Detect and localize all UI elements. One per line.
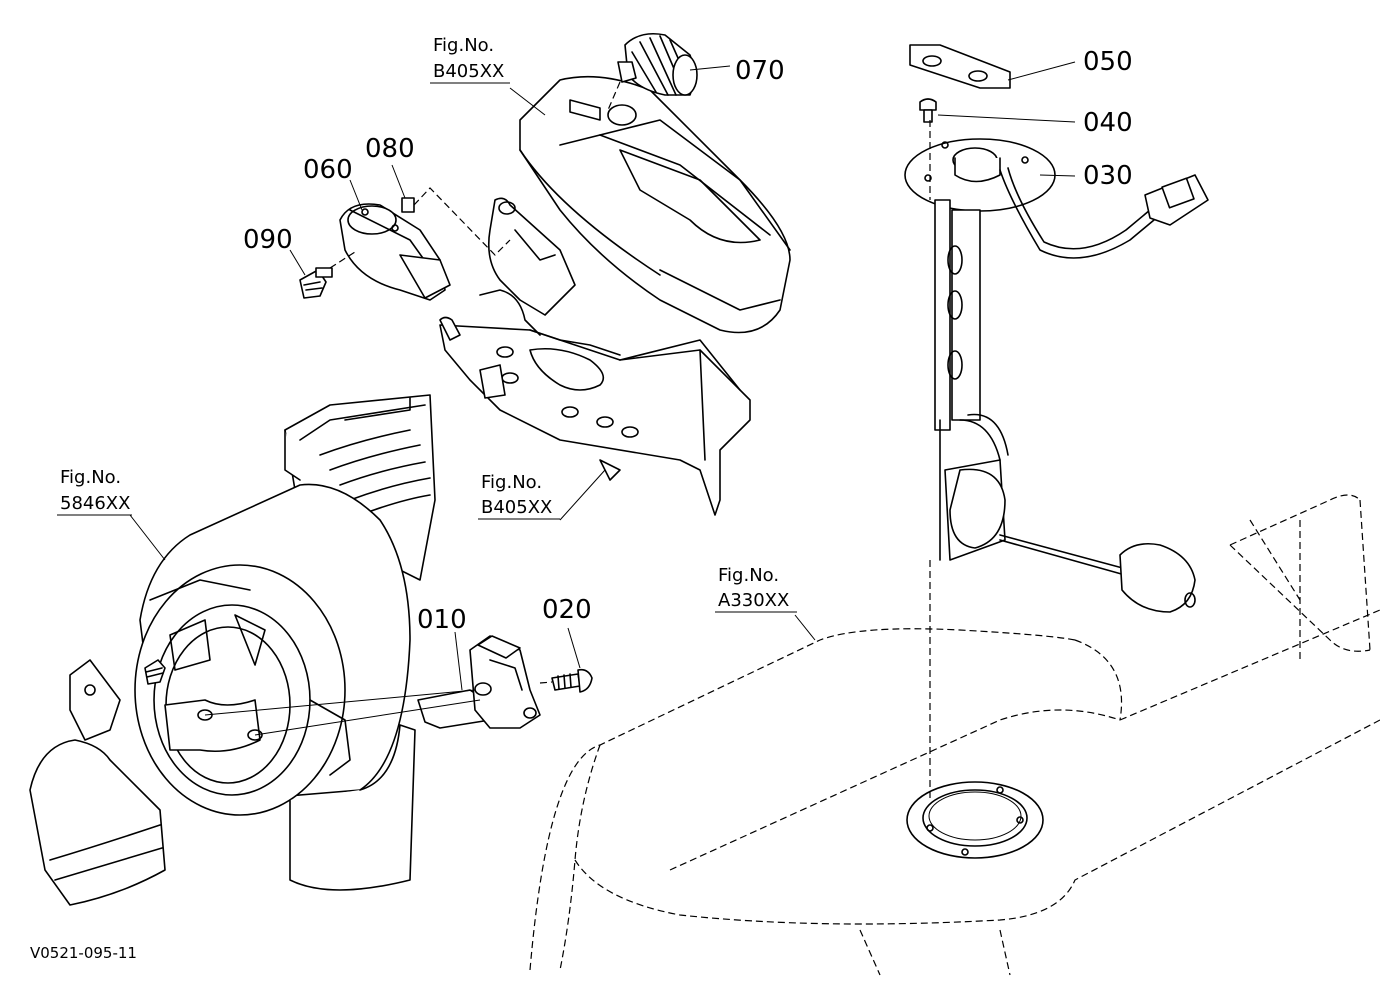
figref-b405-top: Fig.No. B405XX	[430, 35, 510, 84]
part-label-060: 060	[303, 155, 353, 185]
knob-drawing	[607, 32, 698, 111]
part-label-070: 070	[735, 56, 785, 86]
drawing-code: V0521-095-11	[30, 944, 137, 962]
svg-text:A330XX: A330XX	[718, 590, 789, 611]
bracket-drawing	[439, 197, 751, 516]
part-number-labels: 070 050 040 030 080 060 090 010 020	[243, 47, 1133, 635]
part-label-080: 080	[365, 134, 415, 164]
svg-text:B405XX: B405XX	[481, 497, 552, 518]
figure-reference-labels: Fig.No. B405XX Fig.No. B405XX Fig.No. 58…	[57, 35, 797, 613]
part-label-050: 050	[1083, 47, 1133, 77]
figref-b405-bottom: Fig.No. B405XX	[478, 472, 560, 520]
fuel-tank-drawing	[529, 494, 1380, 976]
svg-text:5846XX: 5846XX	[60, 493, 130, 514]
part-label-040: 040	[1083, 108, 1133, 138]
sensor-010-drawing	[204, 635, 593, 736]
sensor-060-drawing	[299, 187, 511, 301]
part-label-010: 010	[417, 605, 467, 635]
svg-text:Fig.No.: Fig.No.	[60, 467, 121, 488]
part-label-090: 090	[243, 225, 293, 255]
leader-lines	[129, 61, 1076, 691]
figref-a330: Fig.No. A330XX	[715, 565, 797, 613]
svg-text:Fig.No.: Fig.No.	[718, 565, 779, 586]
fuel-sender-unit-drawing	[904, 44, 1209, 800]
part-label-020: 020	[542, 595, 592, 625]
svg-text:Fig.No.: Fig.No.	[433, 35, 494, 56]
figref-5846: Fig.No. 5846XX	[57, 467, 132, 516]
part-label-030: 030	[1083, 161, 1133, 191]
svg-text:B405XX: B405XX	[433, 61, 504, 82]
svg-text:Fig.No.: Fig.No.	[481, 472, 542, 493]
